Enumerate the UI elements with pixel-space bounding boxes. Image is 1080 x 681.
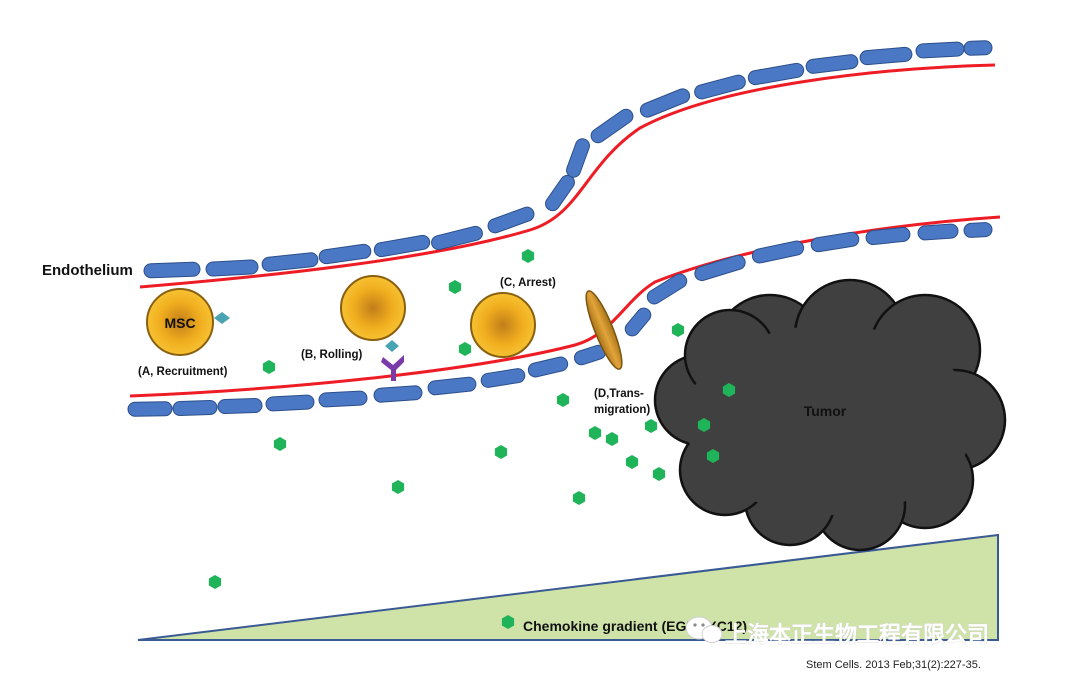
- step-d-label-line2: migration): [594, 404, 650, 416]
- endothelial-cell: [431, 225, 483, 251]
- chemokine-molecule: [208, 575, 222, 589]
- chemokine-molecule: [652, 467, 666, 481]
- chemokine-molecule: [556, 393, 570, 407]
- chemokine-molecule: [644, 419, 658, 433]
- endothelial-cell: [694, 254, 746, 282]
- endothelial-cell: [747, 62, 805, 86]
- chemokine-molecule: [391, 480, 405, 494]
- endothelial-cell: [318, 390, 368, 408]
- step-c-label: (C, Arrest): [500, 277, 556, 289]
- msc-cell-recruitment: [146, 288, 214, 356]
- msc-cell-arrest: [470, 292, 536, 358]
- endothelial-cell: [318, 243, 372, 265]
- endothelial-cell: [172, 399, 218, 417]
- chemokine-molecule: [706, 449, 720, 463]
- endothelial-cell: [963, 222, 993, 238]
- watermark-text: 上海本正生物工程有限公司: [725, 622, 989, 647]
- tumor-label: Tumor: [804, 403, 847, 419]
- chemokine-molecule: [501, 615, 515, 629]
- endothelial-cell: [265, 394, 315, 412]
- endothelial-cell: [751, 240, 805, 264]
- chemokine-molecule: [521, 249, 535, 263]
- chemokine-molecule: [262, 360, 276, 374]
- chemokine-molecule: [697, 418, 711, 432]
- citation: Stem Cells. 2013 Feb;31(2):227-35.: [806, 659, 981, 671]
- chemokine-molecules: [208, 249, 736, 629]
- endothelial-cell: [859, 46, 913, 66]
- endothelial-cell: [545, 174, 575, 212]
- chemokine-molecule: [494, 445, 508, 459]
- endothelial-cell: [915, 41, 965, 59]
- endothelial-cell: [865, 226, 911, 246]
- endothelial-cell: [373, 385, 423, 403]
- endothelial-cell: [646, 273, 688, 305]
- chemokine-molecule: [588, 426, 602, 440]
- ligand-icon: [214, 312, 230, 324]
- endothelial-cell: [373, 234, 431, 258]
- wechat-icon: [685, 616, 723, 643]
- chemokine-molecule: [722, 383, 736, 397]
- chemokine-molecule: [605, 432, 619, 446]
- step-d-label-line1: (D,Trans-: [594, 388, 644, 400]
- endothelial-cell: [624, 307, 652, 337]
- endothelium-label: Endothelium: [42, 262, 133, 279]
- msc-label: MSC: [164, 315, 195, 331]
- receptor-icon: [381, 355, 404, 381]
- endothelial-cell: [527, 356, 569, 378]
- chemokine-molecule: [448, 280, 462, 294]
- ligand-icon: [385, 340, 399, 352]
- endothelial-cell: [143, 261, 201, 279]
- endothelial-cell: [917, 223, 959, 241]
- endothelial-cell-layer: [127, 40, 993, 417]
- endothelial-cell: [261, 252, 319, 272]
- endothelial-cell: [127, 401, 173, 417]
- endothelial-cell: [487, 206, 535, 234]
- chemokine-molecule: [625, 455, 639, 469]
- endothelial-cell: [217, 397, 263, 415]
- chemokine-molecule: [273, 437, 287, 451]
- endothelial-cell: [590, 108, 634, 144]
- chemokine-molecule: [572, 491, 586, 505]
- endothelial-cell: [810, 231, 860, 253]
- endothelial-cell: [427, 376, 477, 396]
- chemokine-gradient-wedge: [137, 533, 999, 641]
- chemokine-molecule: [458, 342, 472, 356]
- endothelial-cell: [694, 74, 746, 100]
- endothelial-cell: [480, 368, 526, 388]
- endothelial-cell: [566, 138, 590, 178]
- chemokine-molecule: [671, 323, 685, 337]
- step-b-label: (B, Rolling): [301, 349, 362, 361]
- endothelial-cell: [205, 259, 259, 277]
- endothelial-cell: [805, 54, 859, 74]
- endothelial-cell: [963, 40, 993, 56]
- step-a-label: (A, Recruitment): [138, 366, 228, 378]
- endothelial-cell: [639, 88, 691, 118]
- msc-cell-transmigration: [585, 290, 623, 370]
- msc-cell-rolling: [340, 275, 406, 341]
- tumor-core: [685, 325, 975, 515]
- vessel-wall-top: [139, 63, 996, 289]
